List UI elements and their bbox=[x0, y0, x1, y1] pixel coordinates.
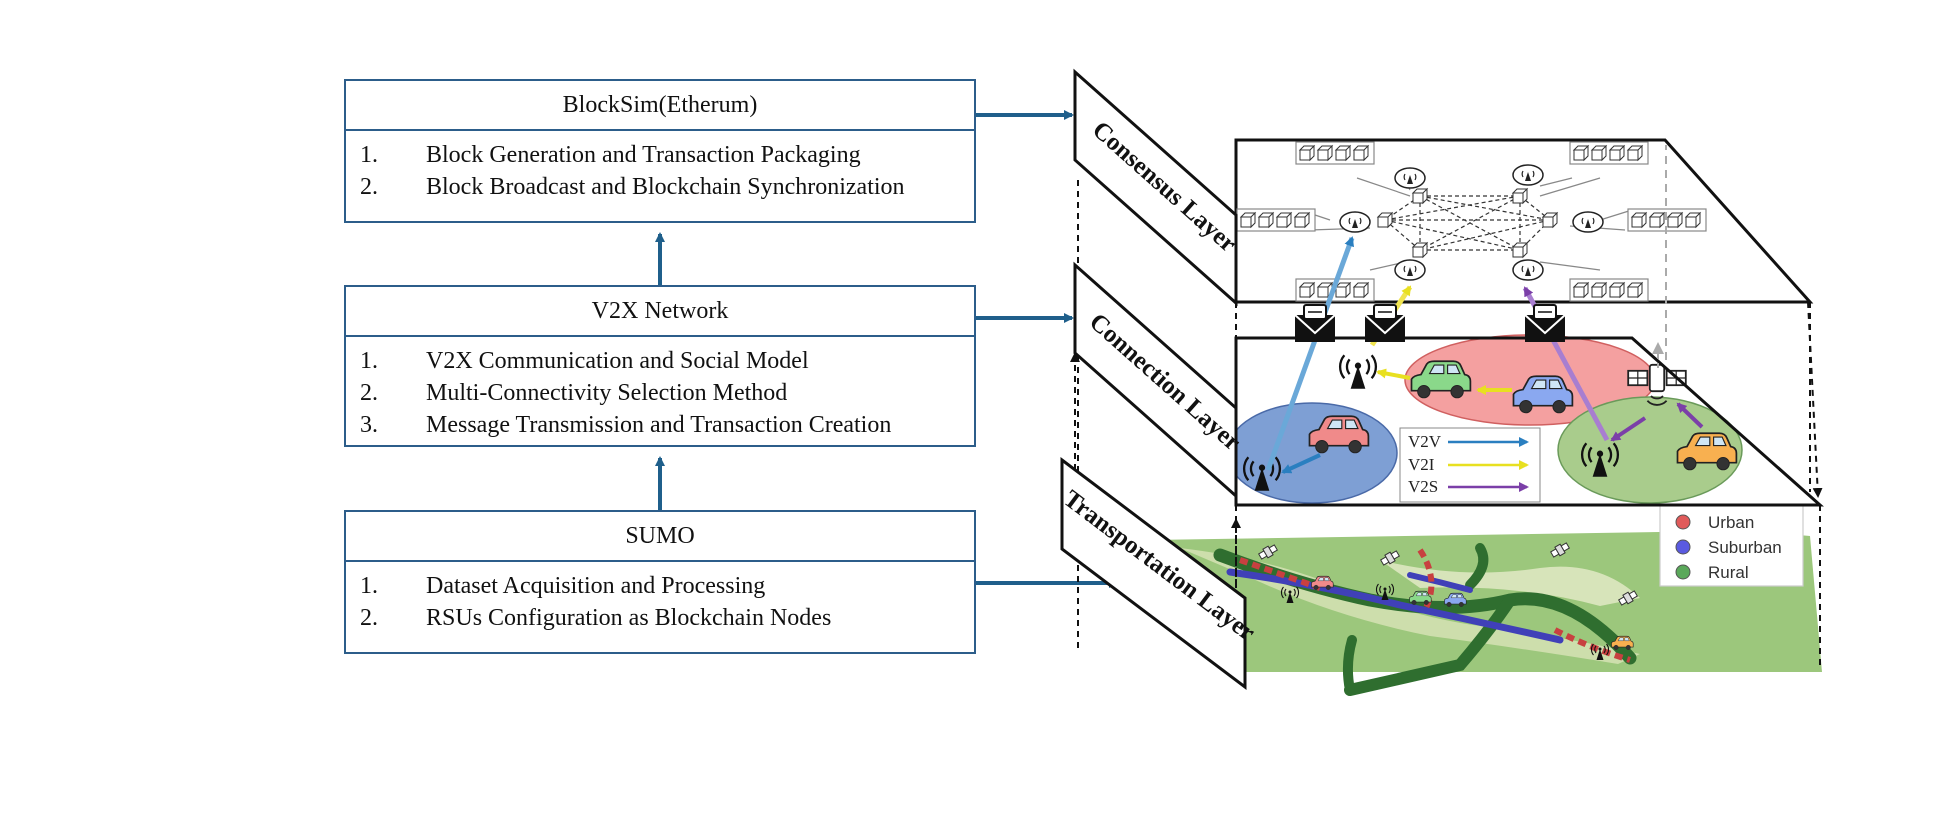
box-title: BlockSim(Etherum) bbox=[346, 81, 974, 131]
item-text: RSUs Configuration as Blockchain Nodes bbox=[426, 605, 832, 631]
list-item: 2. Block Broadcast and Blockchain Synchr… bbox=[360, 171, 960, 203]
item-text: Block Broadcast and Blockchain Synchroni… bbox=[426, 174, 905, 200]
box-title: V2X Network bbox=[346, 287, 974, 337]
chain-icon bbox=[1296, 142, 1374, 164]
block-icon bbox=[1542, 212, 1558, 228]
legend-marker-urban bbox=[1675, 514, 1691, 530]
box-title: SUMO bbox=[346, 512, 974, 562]
node-icon bbox=[1394, 259, 1426, 281]
list-item: 2. RSUs Configuration as Blockchain Node… bbox=[360, 602, 960, 634]
item-text: Dataset Acquisition and Processing bbox=[426, 573, 766, 599]
item-number: 3. bbox=[360, 412, 378, 438]
item-text: Message Transmission and Transaction Cre… bbox=[426, 412, 892, 438]
layer-connectors bbox=[1077, 180, 1821, 668]
chain-icon bbox=[1570, 279, 1648, 301]
list-item: 2. Multi-Connectivity Selection Method bbox=[360, 377, 960, 409]
legend-label-v2v: V2V bbox=[1408, 432, 1442, 451]
node-icon bbox=[1512, 259, 1544, 281]
chain-icon bbox=[1570, 142, 1648, 164]
sumo-box: SUMO 1. Dataset Acquisition and Processi… bbox=[344, 510, 976, 654]
list-item: 1. Dataset Acquisition and Processing bbox=[360, 570, 960, 602]
item-number: 2. bbox=[360, 605, 378, 631]
list-item: 3. Message Transmission and Transaction … bbox=[360, 409, 960, 441]
suburban-zone bbox=[1226, 402, 1398, 504]
block-icon bbox=[1377, 212, 1393, 228]
node-icon bbox=[1512, 164, 1544, 186]
legend-label-v2s: V2S bbox=[1408, 477, 1438, 496]
item-number: 1. bbox=[360, 348, 378, 374]
item-text: Block Generation and Transaction Packagi… bbox=[426, 142, 861, 168]
envelope-icon bbox=[1524, 304, 1566, 343]
block-icon bbox=[1412, 188, 1428, 204]
legend-marker-rural bbox=[1675, 564, 1691, 580]
block-icon bbox=[1512, 242, 1528, 258]
connection-layer-label: Connection Layer bbox=[1073, 261, 1246, 500]
node-icon bbox=[1339, 211, 1371, 233]
legend-label-suburban: Suburban bbox=[1708, 538, 1782, 557]
envelope-icon bbox=[1294, 304, 1336, 343]
legend-label-urban: Urban bbox=[1708, 513, 1754, 532]
item-text: V2X Communication and Social Model bbox=[426, 348, 809, 374]
consensus-layer-plane bbox=[1234, 138, 1814, 304]
item-number: 2. bbox=[360, 380, 378, 406]
node-icon bbox=[1394, 167, 1426, 189]
area-legend: Urban Suburban Rural bbox=[1659, 504, 1804, 587]
node-icon bbox=[1572, 211, 1604, 233]
link-legend: V2V V2I V2S bbox=[1399, 427, 1541, 503]
legend-marker-suburban bbox=[1675, 539, 1691, 555]
chain-icon bbox=[1237, 209, 1315, 231]
consensus-layer-label: Consensus Layer bbox=[1073, 68, 1242, 307]
block-icon bbox=[1412, 242, 1428, 258]
item-number: 1. bbox=[360, 573, 378, 599]
item-text: Multi-Connectivity Selection Method bbox=[426, 380, 788, 406]
transportation-map bbox=[1150, 532, 1822, 696]
list-item: 1. V2X Communication and Social Model bbox=[360, 345, 960, 377]
envelope-icon bbox=[1364, 304, 1406, 343]
connection-layer-plane bbox=[1226, 334, 1824, 507]
blocksim-box: BlockSim(Etherum) 1. Block Generation an… bbox=[344, 79, 976, 223]
legend-label-v2i: V2I bbox=[1408, 455, 1435, 474]
v2x-network-box: V2X Network 1. V2X Communication and Soc… bbox=[344, 285, 976, 447]
block-icon bbox=[1512, 188, 1528, 204]
legend-label-rural: Rural bbox=[1708, 563, 1749, 582]
upload-arrow bbox=[1265, 236, 1355, 471]
list-item: 1. Block Generation and Transaction Pack… bbox=[360, 139, 960, 171]
item-number: 1. bbox=[360, 142, 378, 168]
item-number: 2. bbox=[360, 174, 378, 200]
